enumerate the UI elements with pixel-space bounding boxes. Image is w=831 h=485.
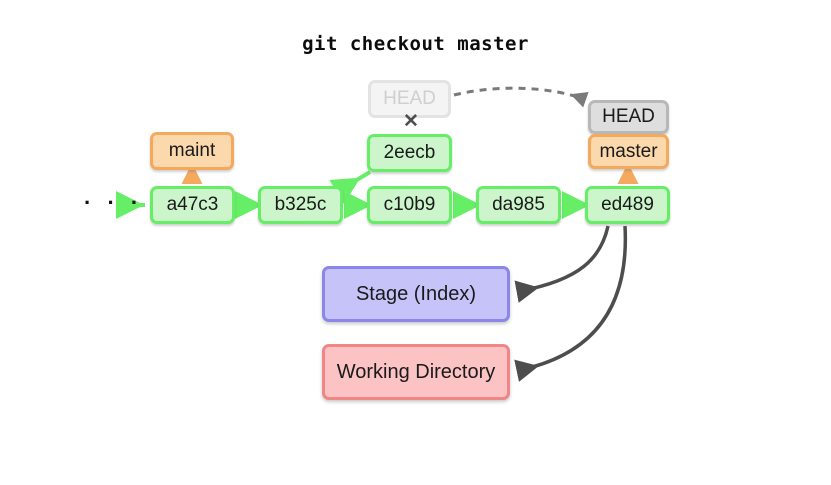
head-label-current[interactable]: HEAD xyxy=(588,100,669,134)
working-directory-box[interactable]: Working Directory xyxy=(322,344,510,400)
commit-node-ed489[interactable]: ed489 xyxy=(585,186,670,224)
stage-index-box[interactable]: Stage (Index) xyxy=(322,266,510,322)
detach-x-icon: ✕ xyxy=(403,111,419,132)
commit-node-b325c[interactable]: b325c xyxy=(258,186,343,224)
head-label-previous: HEAD xyxy=(368,80,451,118)
commit-node-2eecb[interactable]: 2eecb xyxy=(367,134,452,172)
arrow-ed489-to-workdir xyxy=(514,225,628,382)
history-ellipsis: · · · xyxy=(84,190,144,215)
branch-label-master[interactable]: master xyxy=(588,134,669,169)
arrow-ed489-to-stage xyxy=(514,225,610,303)
arrow-head-move xyxy=(453,86,589,108)
commit-node-da985[interactable]: da985 xyxy=(476,186,561,224)
page-title: git checkout master xyxy=(302,33,529,55)
branch-label-maint[interactable]: maint xyxy=(150,132,234,170)
commit-node-a47c3[interactable]: a47c3 xyxy=(150,186,235,224)
commit-node-c10b9[interactable]: c10b9 xyxy=(367,186,452,224)
arrow-2eecb-to-b325c xyxy=(329,170,372,205)
